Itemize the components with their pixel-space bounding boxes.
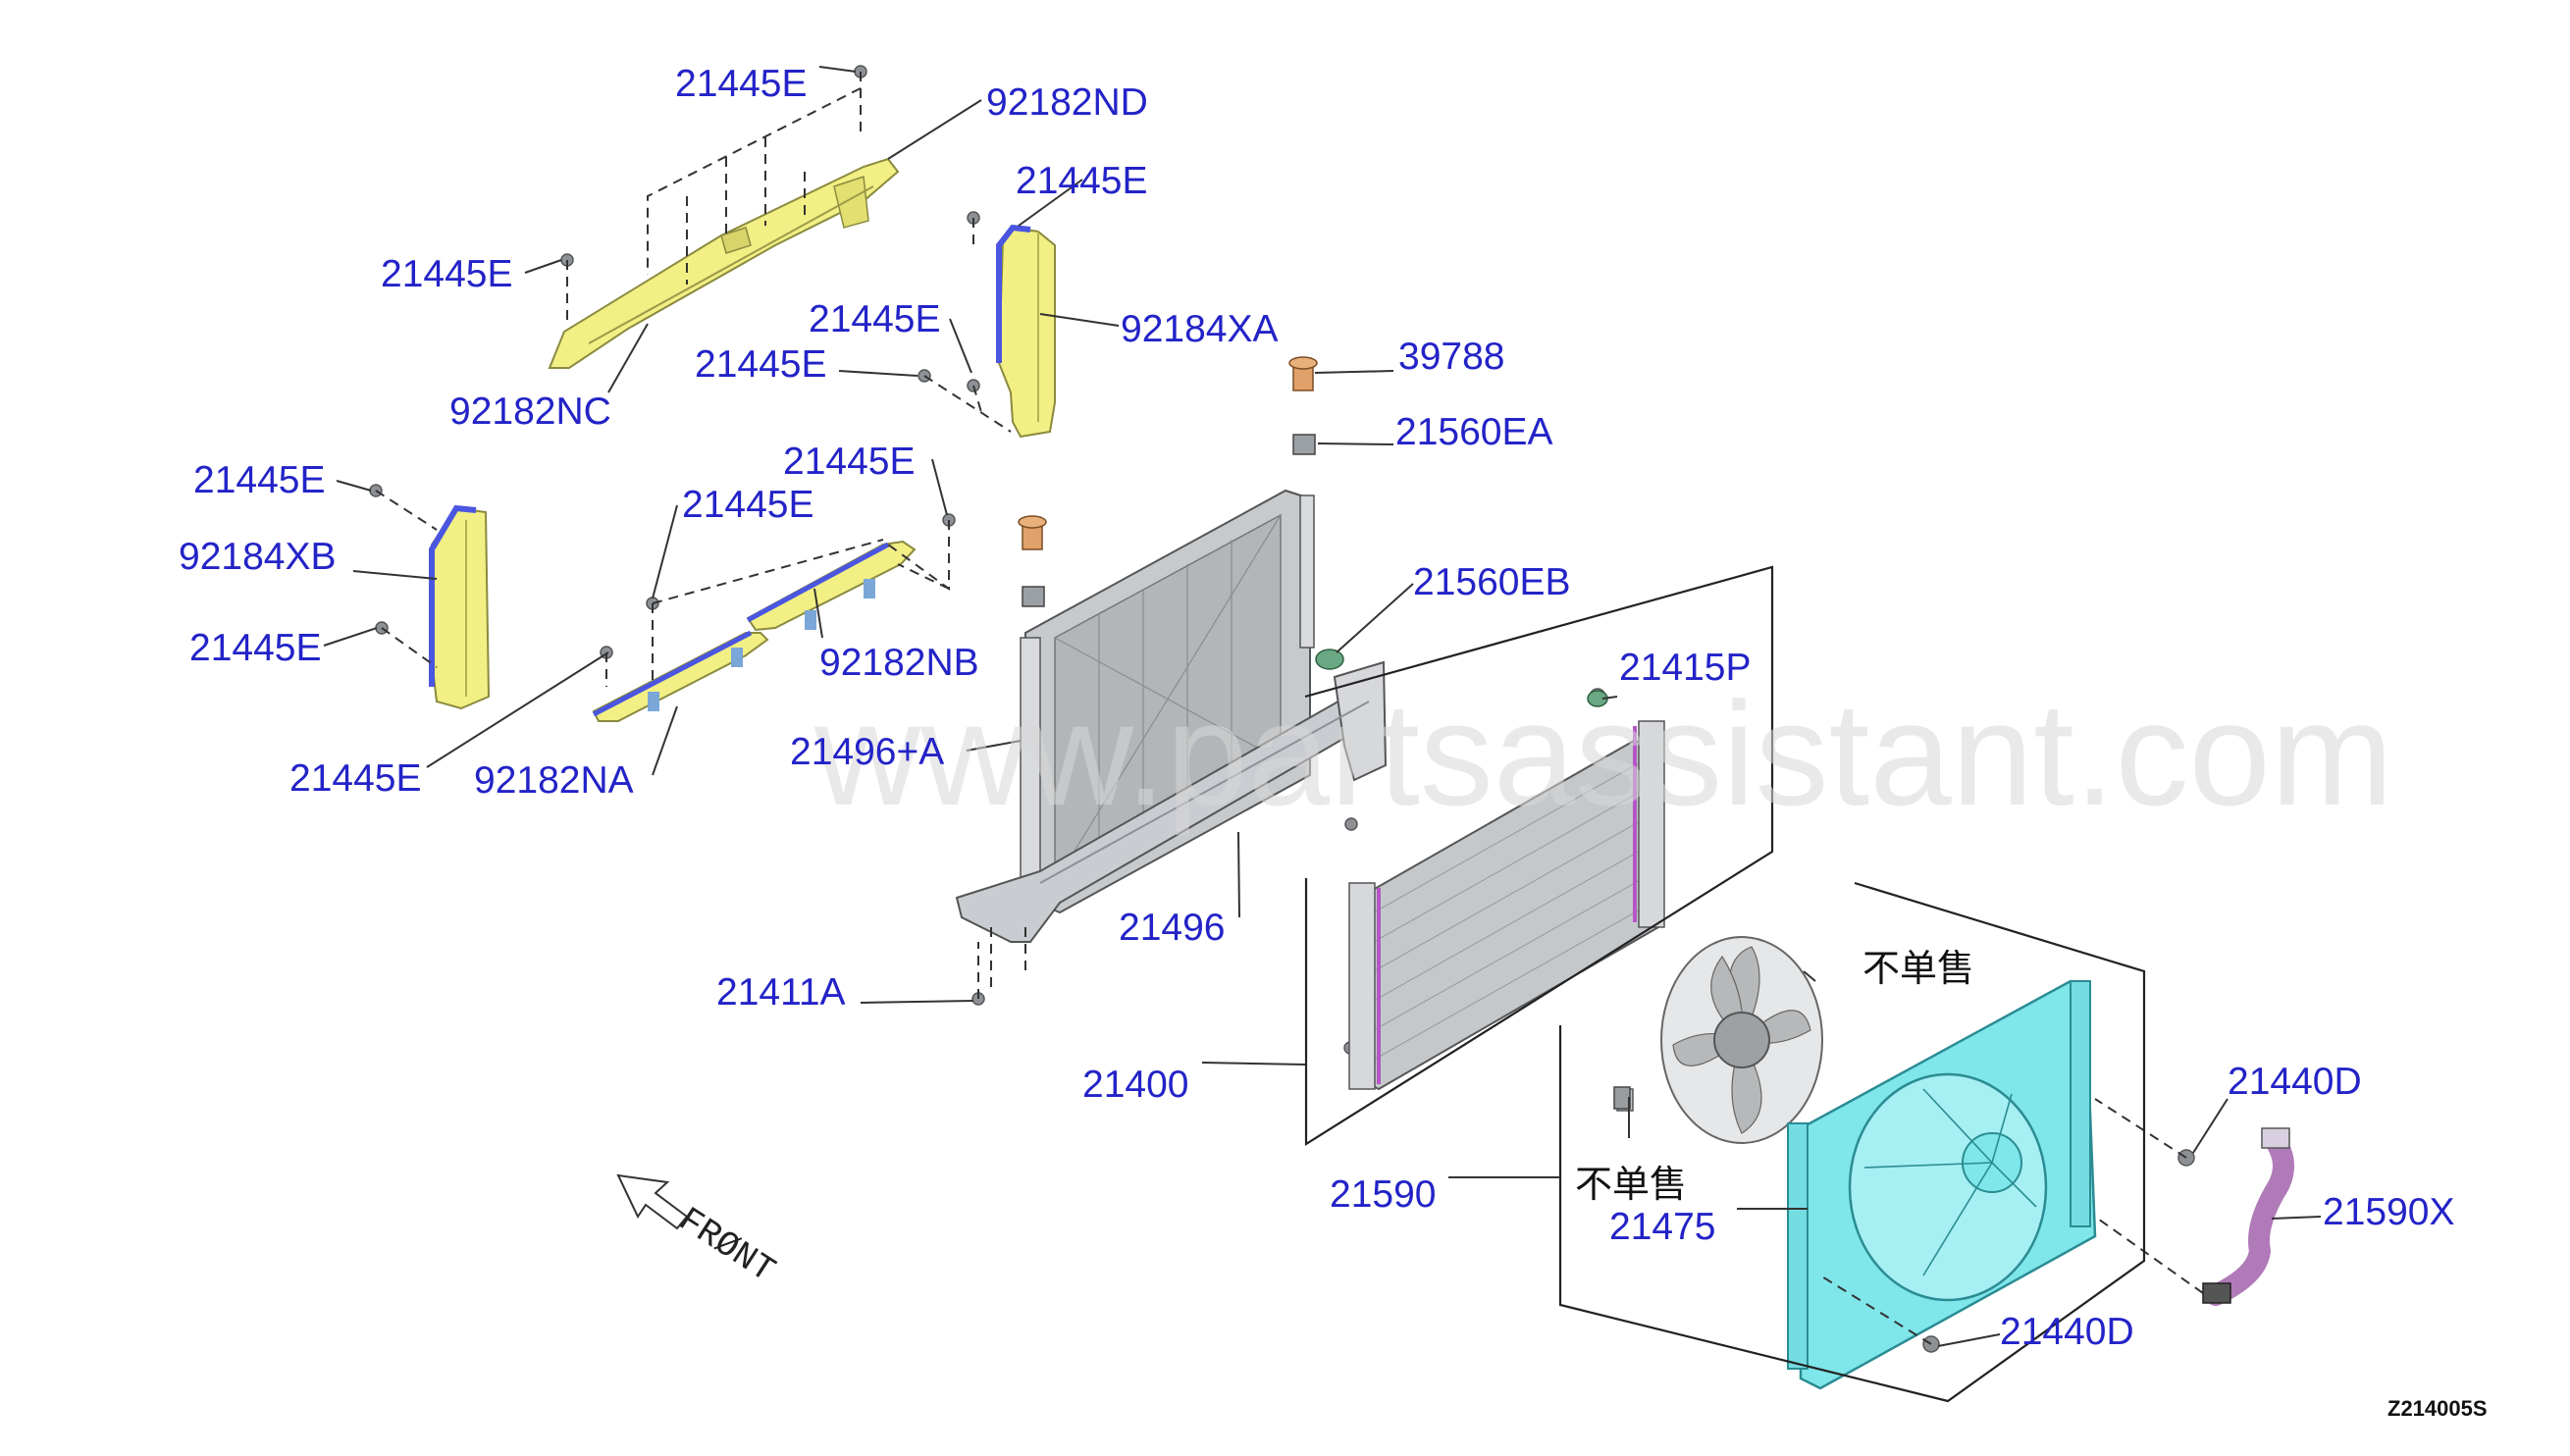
callout-21440d-2[interactable]: 21440D bbox=[2000, 1311, 2134, 1353]
group-box-fan bbox=[1558, 881, 2146, 1403]
not-sold-label-motor: 不单售 bbox=[1575, 1163, 1687, 1206]
leader-lines bbox=[323, 66, 2322, 1347]
front-label: FRØNT bbox=[671, 1200, 782, 1291]
callout-21445e-2[interactable]: 21445E bbox=[1016, 160, 1147, 202]
callout-92182nc[interactable]: 92182NC bbox=[449, 390, 611, 433]
callout-92184xb[interactable]: 92184XB bbox=[179, 536, 336, 578]
diagram-code: Z214005S bbox=[2387, 1396, 2488, 1421]
group-box-radiator bbox=[1304, 565, 1774, 1146]
part-small-tab bbox=[1613, 1086, 1631, 1110]
part-21590x-hose bbox=[2202, 1127, 2294, 1306]
callout-21445e-4[interactable]: 21445E bbox=[809, 298, 940, 340]
part-92182na-deflector bbox=[592, 630, 769, 722]
callout-21590[interactable]: 21590 bbox=[1330, 1173, 1436, 1216]
callout-39788[interactable]: 39788 bbox=[1398, 336, 1504, 378]
part-21560ea-mount bbox=[1292, 434, 1316, 455]
callout-21496a[interactable]: 21496+A bbox=[790, 731, 944, 773]
callout-21496[interactable]: 21496 bbox=[1119, 907, 1225, 949]
callout-21590x[interactable]: 21590X bbox=[2323, 1191, 2454, 1233]
callout-21400[interactable]: 21400 bbox=[1082, 1064, 1188, 1106]
front-direction-arrow: FRØNT bbox=[616, 1173, 782, 1291]
callout-21560ea[interactable]: 21560EA bbox=[1395, 411, 1552, 453]
callout-21445e-7[interactable]: 21445E bbox=[682, 484, 813, 526]
callout-labels: 21445E 92182ND 21445E 21445E 92184XA 214… bbox=[179, 63, 2454, 1353]
callout-21445e-8[interactable]: 21445E bbox=[193, 459, 325, 501]
not-sold-label-fan: 不单售 bbox=[1862, 947, 1974, 990]
callout-21445e-6[interactable]: 21445E bbox=[783, 441, 915, 483]
callout-92184xa[interactable]: 92184XA bbox=[1121, 308, 1278, 350]
part-92182nd-nc-upper-bracket bbox=[548, 157, 900, 369]
part-92182nb-deflector bbox=[746, 540, 917, 632]
part-fan-blade bbox=[1616, 936, 1823, 1144]
callout-92182nd[interactable]: 92182ND bbox=[986, 81, 1148, 124]
callout-21445e-5[interactable]: 21445E bbox=[695, 343, 826, 386]
watermark-text: www.partsassistant.com bbox=[813, 671, 2393, 836]
callout-21445e-1[interactable]: 21445E bbox=[675, 63, 807, 105]
part-cap-left bbox=[1018, 515, 1047, 607]
part-92184xa-side-panel bbox=[996, 224, 1056, 439]
callout-21440d-1[interactable]: 21440D bbox=[2228, 1061, 2362, 1103]
callout-21445e-9[interactable]: 21445E bbox=[189, 627, 321, 669]
callout-92182na[interactable]: 92182NA bbox=[474, 759, 634, 802]
part-92184xb-side-panel bbox=[429, 504, 491, 710]
part-21496-support-beam bbox=[955, 660, 1388, 943]
part-21400-radiator bbox=[1348, 720, 1665, 1091]
part-39788-cap bbox=[1288, 356, 1318, 391]
callout-21445e-10[interactable]: 21445E bbox=[289, 757, 421, 800]
callout-21411a[interactable]: 21411A bbox=[716, 971, 846, 1014]
part-21475-fan-shroud bbox=[1787, 979, 2097, 1390]
callout-21475[interactable]: 21475 bbox=[1609, 1206, 1715, 1248]
callout-21415p[interactable]: 21415P bbox=[1619, 647, 1751, 689]
callout-21445e-3[interactable]: 21445E bbox=[381, 253, 512, 295]
callout-21560eb[interactable]: 21560EB bbox=[1413, 561, 1570, 603]
assembly-dashed-lines bbox=[375, 72, 2204, 1345]
callout-92182nb[interactable]: 92182NB bbox=[819, 642, 979, 684]
